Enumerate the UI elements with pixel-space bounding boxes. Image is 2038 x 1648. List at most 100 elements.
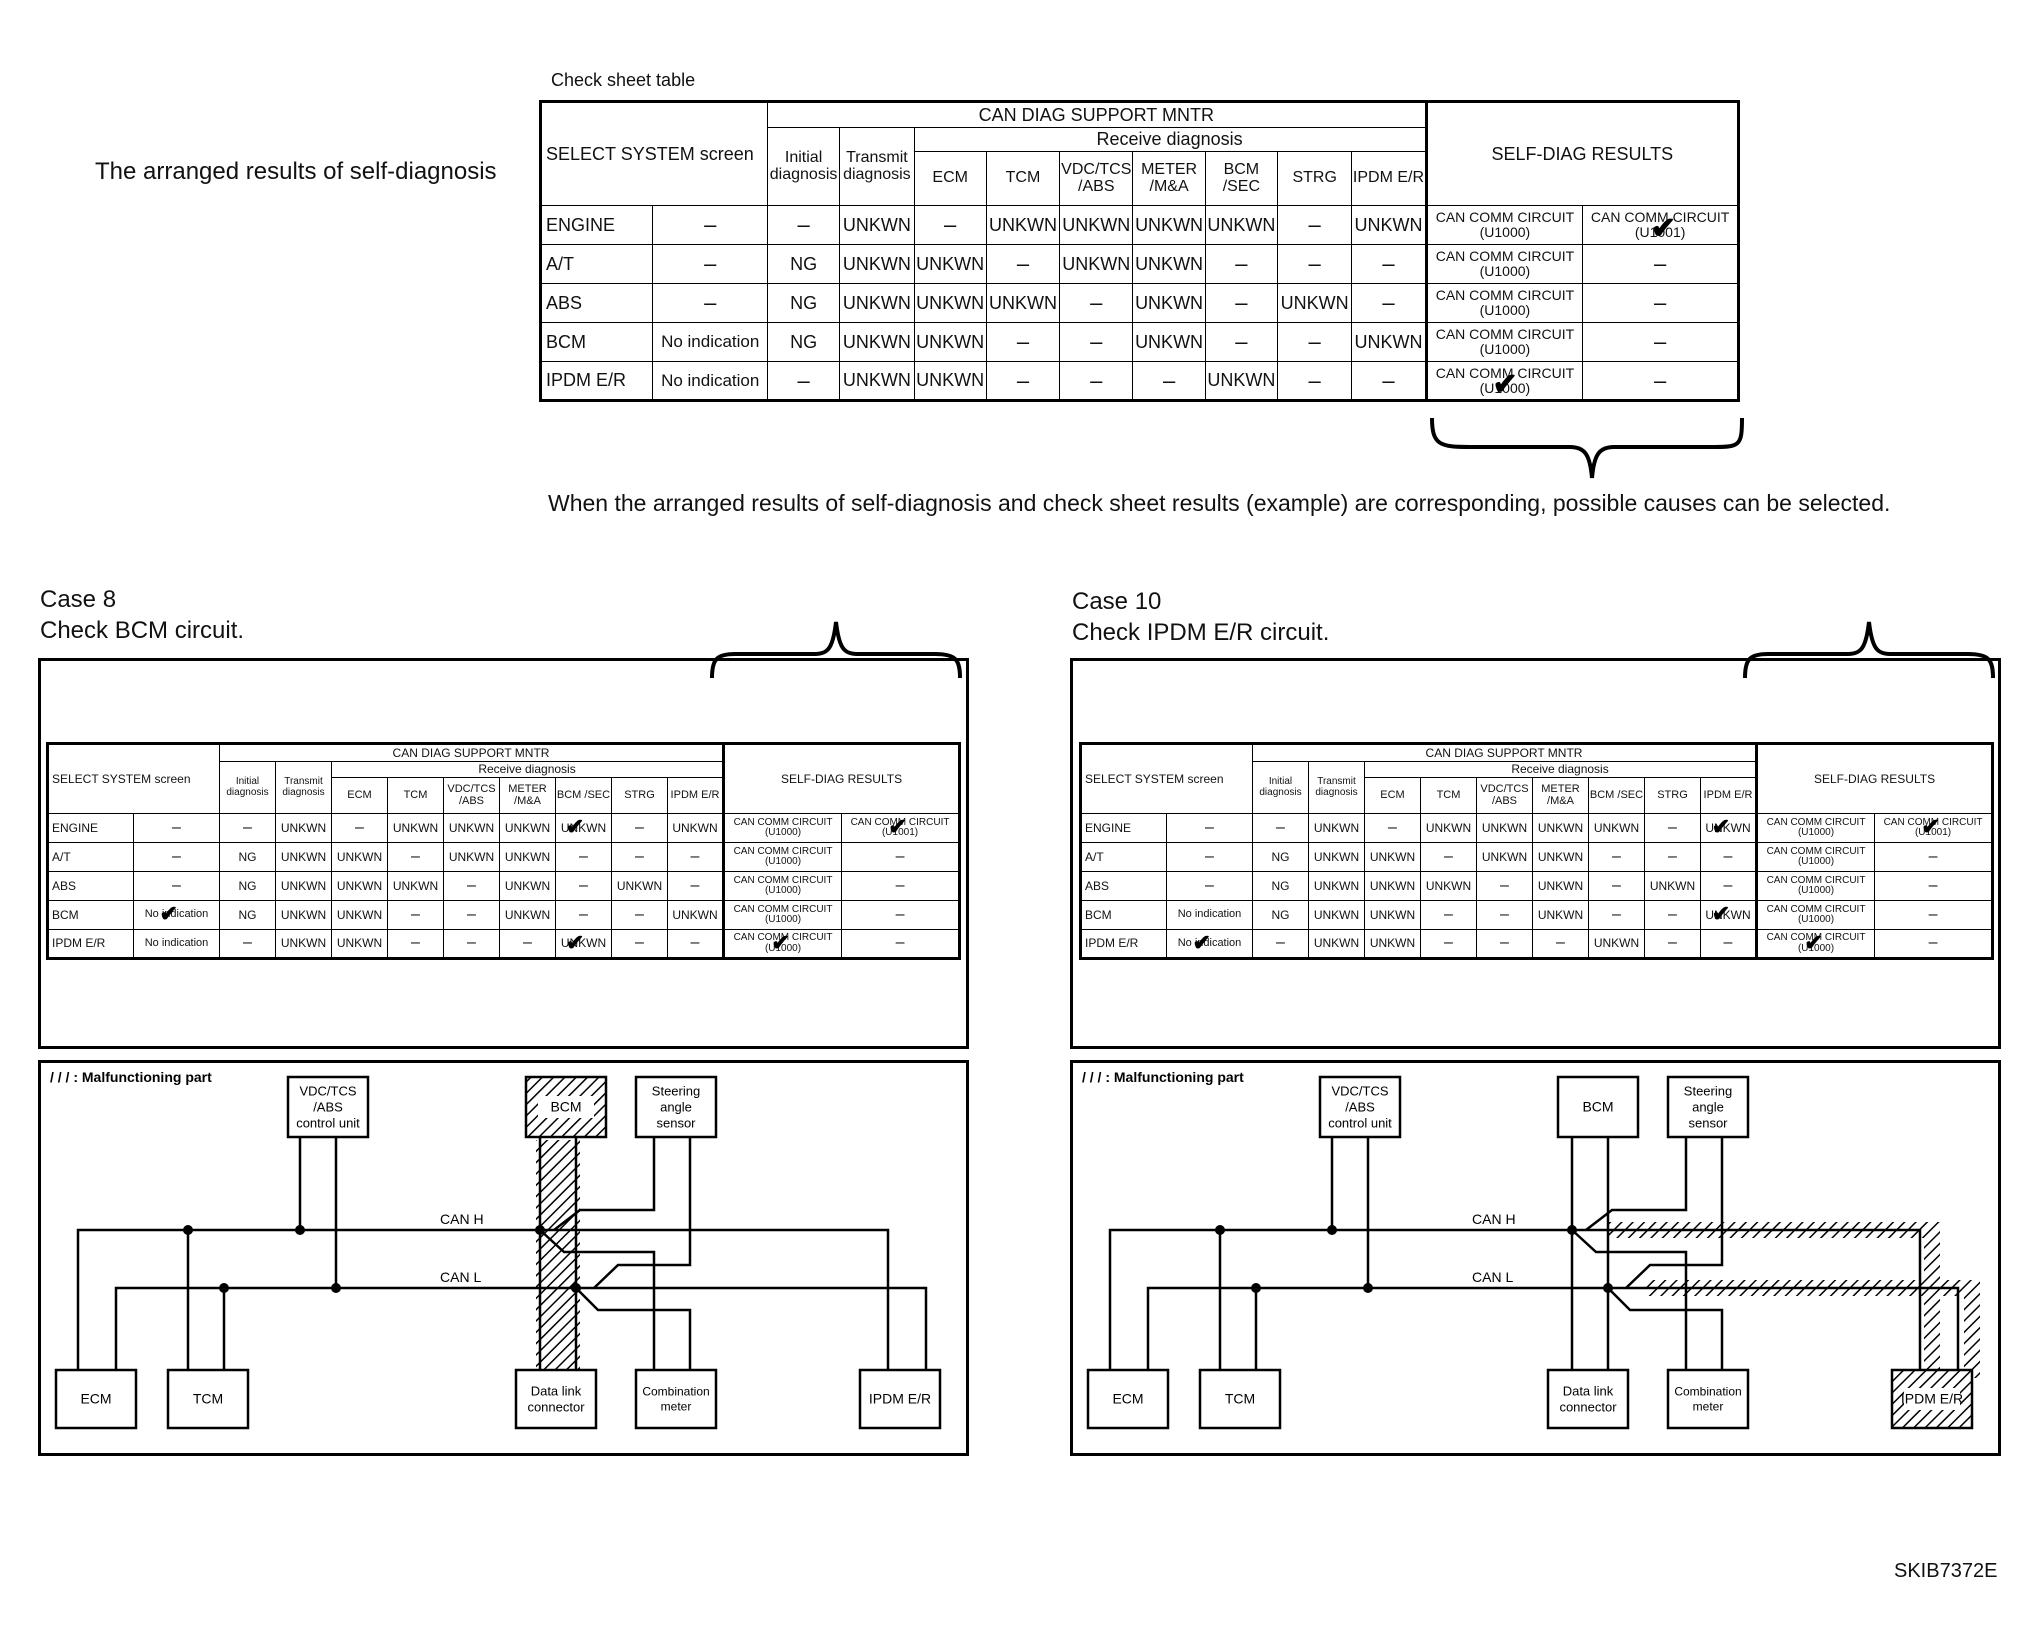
row-cell: – bbox=[555, 842, 612, 872]
receive-diagnosis-header: Receive diagnosis bbox=[913, 127, 1427, 152]
junction-dot bbox=[1567, 1225, 1577, 1235]
junction-dot bbox=[183, 1225, 193, 1235]
meter-box bbox=[1666, 1368, 1750, 1430]
can-h-wire bbox=[1108, 1228, 1922, 1390]
vdc-box bbox=[1318, 1075, 1402, 1139]
ipdm-box-label-bg bbox=[1904, 1388, 1960, 1410]
dlc-box-label: Data link bbox=[1563, 1383, 1614, 1398]
row-cell: UNKWN bbox=[331, 929, 388, 959]
meter-wire-h bbox=[539, 1229, 656, 1390]
col-header: STRG bbox=[611, 777, 668, 814]
row-cell: – bbox=[1351, 283, 1427, 323]
junction-dot bbox=[1327, 1225, 1337, 1235]
col-header: STRG bbox=[1277, 151, 1353, 206]
ipdm-box-label: IPDM E/R bbox=[1901, 1391, 1963, 1407]
row-system-name: ENGINE bbox=[539, 205, 654, 245]
self-diag-result-2: – bbox=[1874, 929, 1994, 959]
row-cell: UNKWN bbox=[275, 842, 332, 872]
row-cell: UNKWN bbox=[839, 322, 915, 362]
row-cell: NG bbox=[766, 283, 841, 323]
dlc-box bbox=[514, 1368, 598, 1430]
steering-box-label: sensor bbox=[1688, 1115, 1728, 1130]
malfunction-wire-can-l bbox=[1646, 1280, 1980, 1378]
col-header: STRG bbox=[1644, 777, 1701, 814]
row-cell: – bbox=[1351, 361, 1427, 401]
row-cell: UNKWN bbox=[839, 205, 915, 245]
vdc-box-label: control unit bbox=[296, 1115, 360, 1130]
row-system-name: IPDM E/R bbox=[1080, 929, 1167, 959]
row-system-name: BCM bbox=[1080, 900, 1167, 930]
self-diag-result: CAN COMM CIRCUIT (U1000) bbox=[1424, 244, 1584, 284]
row-cell: – bbox=[1204, 283, 1279, 323]
row-cell: UNKWN bbox=[499, 813, 556, 843]
row-cell: – bbox=[1644, 900, 1701, 930]
row-cell: UNKWN bbox=[443, 813, 500, 843]
row-cell: UNKWN bbox=[839, 244, 915, 284]
row-cell: – bbox=[1699, 929, 1758, 959]
row-system-name: BCM bbox=[47, 900, 134, 930]
row-cell: UNKWN bbox=[1308, 813, 1365, 843]
row-cell: UNKWN bbox=[913, 244, 987, 284]
row-cell: – bbox=[1059, 283, 1134, 323]
select-system-header: SELECT SYSTEM screen bbox=[47, 743, 220, 814]
row-cell: – bbox=[1588, 900, 1645, 930]
row-select-value: No indication bbox=[1166, 900, 1253, 930]
check-sheet-label: Check sheet table bbox=[551, 70, 696, 90]
dlc-box-label: connector bbox=[1559, 1399, 1617, 1414]
ecm-box bbox=[1086, 1368, 1170, 1430]
self-diag-result: CAN COMM CIRCUIT (U1000) bbox=[722, 900, 843, 930]
col-header: TCM bbox=[985, 151, 1061, 206]
row-cell: UNKWN bbox=[1476, 842, 1533, 872]
can-l-label: CAN L bbox=[1472, 1269, 1513, 1285]
row-cell: UNKWN bbox=[1420, 813, 1477, 843]
row-cell: NG bbox=[766, 244, 841, 284]
row-cell: UNKWN bbox=[1059, 244, 1134, 284]
steering-box-label: Steering bbox=[652, 1083, 700, 1098]
col-header: BCM /SEC bbox=[1588, 777, 1645, 814]
row-cell: UNKWN bbox=[499, 842, 556, 872]
bcm-box-label-bg bbox=[538, 1096, 594, 1118]
case10-title: Case 10 bbox=[1072, 588, 1162, 615]
row-cell: – bbox=[666, 929, 725, 959]
self-diag-result-2: – bbox=[1582, 361, 1739, 401]
ipdm-box-label: IPDM E/R bbox=[869, 1391, 931, 1407]
row-cell: UNKWN bbox=[1132, 244, 1206, 284]
row-cell: – bbox=[611, 900, 668, 930]
row-cell: – bbox=[499, 929, 556, 959]
can-diag-header: CAN DIAG SUPPORT MNTR bbox=[766, 101, 1427, 128]
meter-wire-l bbox=[1607, 1287, 1724, 1390]
row-cell: UNKWN bbox=[1364, 842, 1421, 872]
col-header: ECM bbox=[1364, 777, 1421, 814]
can-h-label: CAN H bbox=[440, 1211, 484, 1227]
row-cell: UNKWN bbox=[443, 842, 500, 872]
col-header: TCM bbox=[387, 777, 444, 814]
row-cell: NG bbox=[1252, 900, 1309, 930]
row-cell: UNKWN bbox=[839, 361, 915, 401]
vdc-box-label: /ABS bbox=[313, 1099, 343, 1114]
col-header: ECM bbox=[913, 151, 987, 206]
row-cell: – bbox=[766, 205, 841, 245]
can-l-wire bbox=[1146, 1286, 1960, 1390]
meter-box-label: meter bbox=[1693, 1400, 1724, 1414]
self-diag-result: CAN COMM CIRCUIT (U1000) bbox=[722, 871, 843, 901]
figure-id: SKIB7372E bbox=[1894, 1560, 1998, 1582]
correspondence-caption: When the arranged results of self-diagno… bbox=[548, 490, 1891, 516]
row-select-value: – bbox=[133, 871, 220, 901]
tcm-box-label: TCM bbox=[193, 1391, 223, 1407]
self-diag-header: SELF-DIAG RESULTS bbox=[722, 743, 961, 814]
self-diag-result: CAN COMM CIRCUIT (U1000) bbox=[1424, 322, 1584, 362]
row-select-value: No indication✔ bbox=[1166, 929, 1253, 959]
row-cell: UNKWN bbox=[1476, 813, 1533, 843]
row-cell: UNKWN bbox=[1308, 900, 1365, 930]
row-select-value: – bbox=[133, 842, 220, 872]
